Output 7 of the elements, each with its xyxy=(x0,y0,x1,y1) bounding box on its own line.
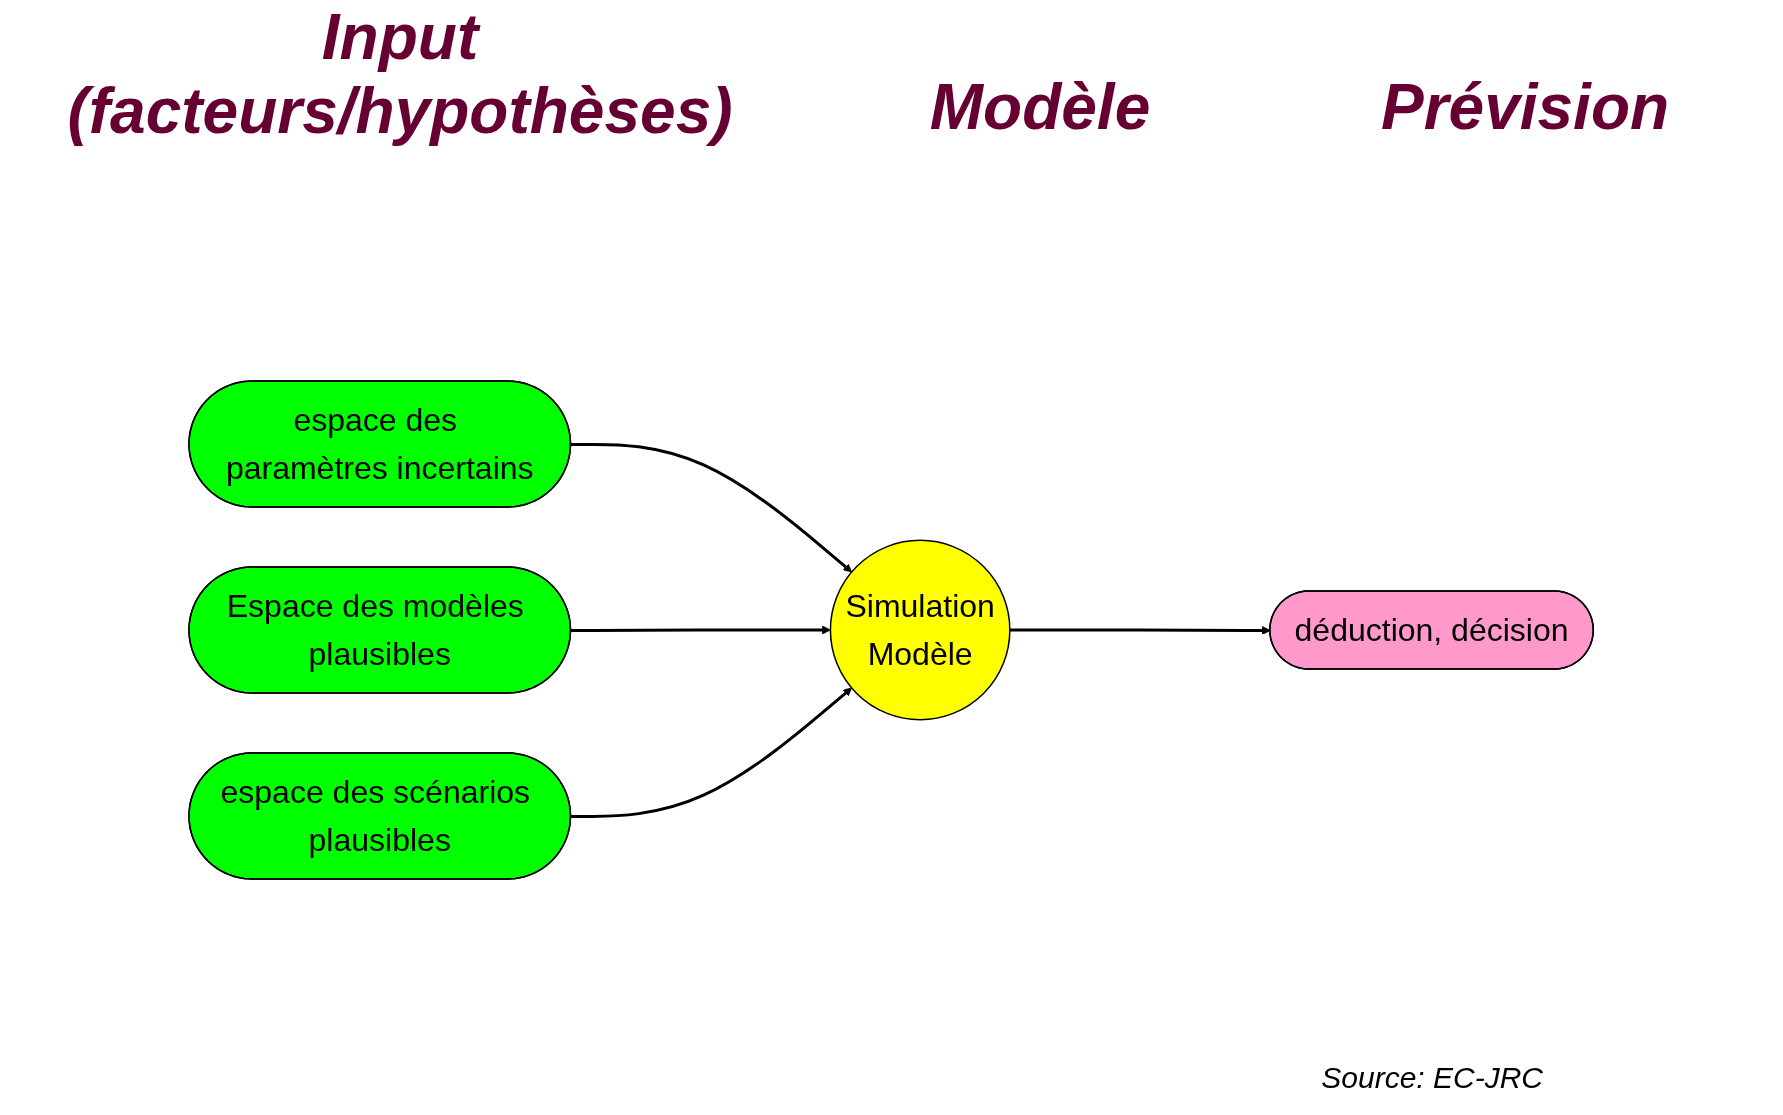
arrow xyxy=(571,687,853,818)
column-heading: Modèle xyxy=(928,70,1152,144)
column-heading: Input (facteurs/hypothèses) xyxy=(66,0,734,148)
node-circle: Simulation Modèle xyxy=(830,539,1011,721)
column-heading: Prévision xyxy=(1379,70,1671,144)
source-note: Source: EC-JRC xyxy=(1321,1061,1543,1095)
arrow xyxy=(571,442,853,573)
